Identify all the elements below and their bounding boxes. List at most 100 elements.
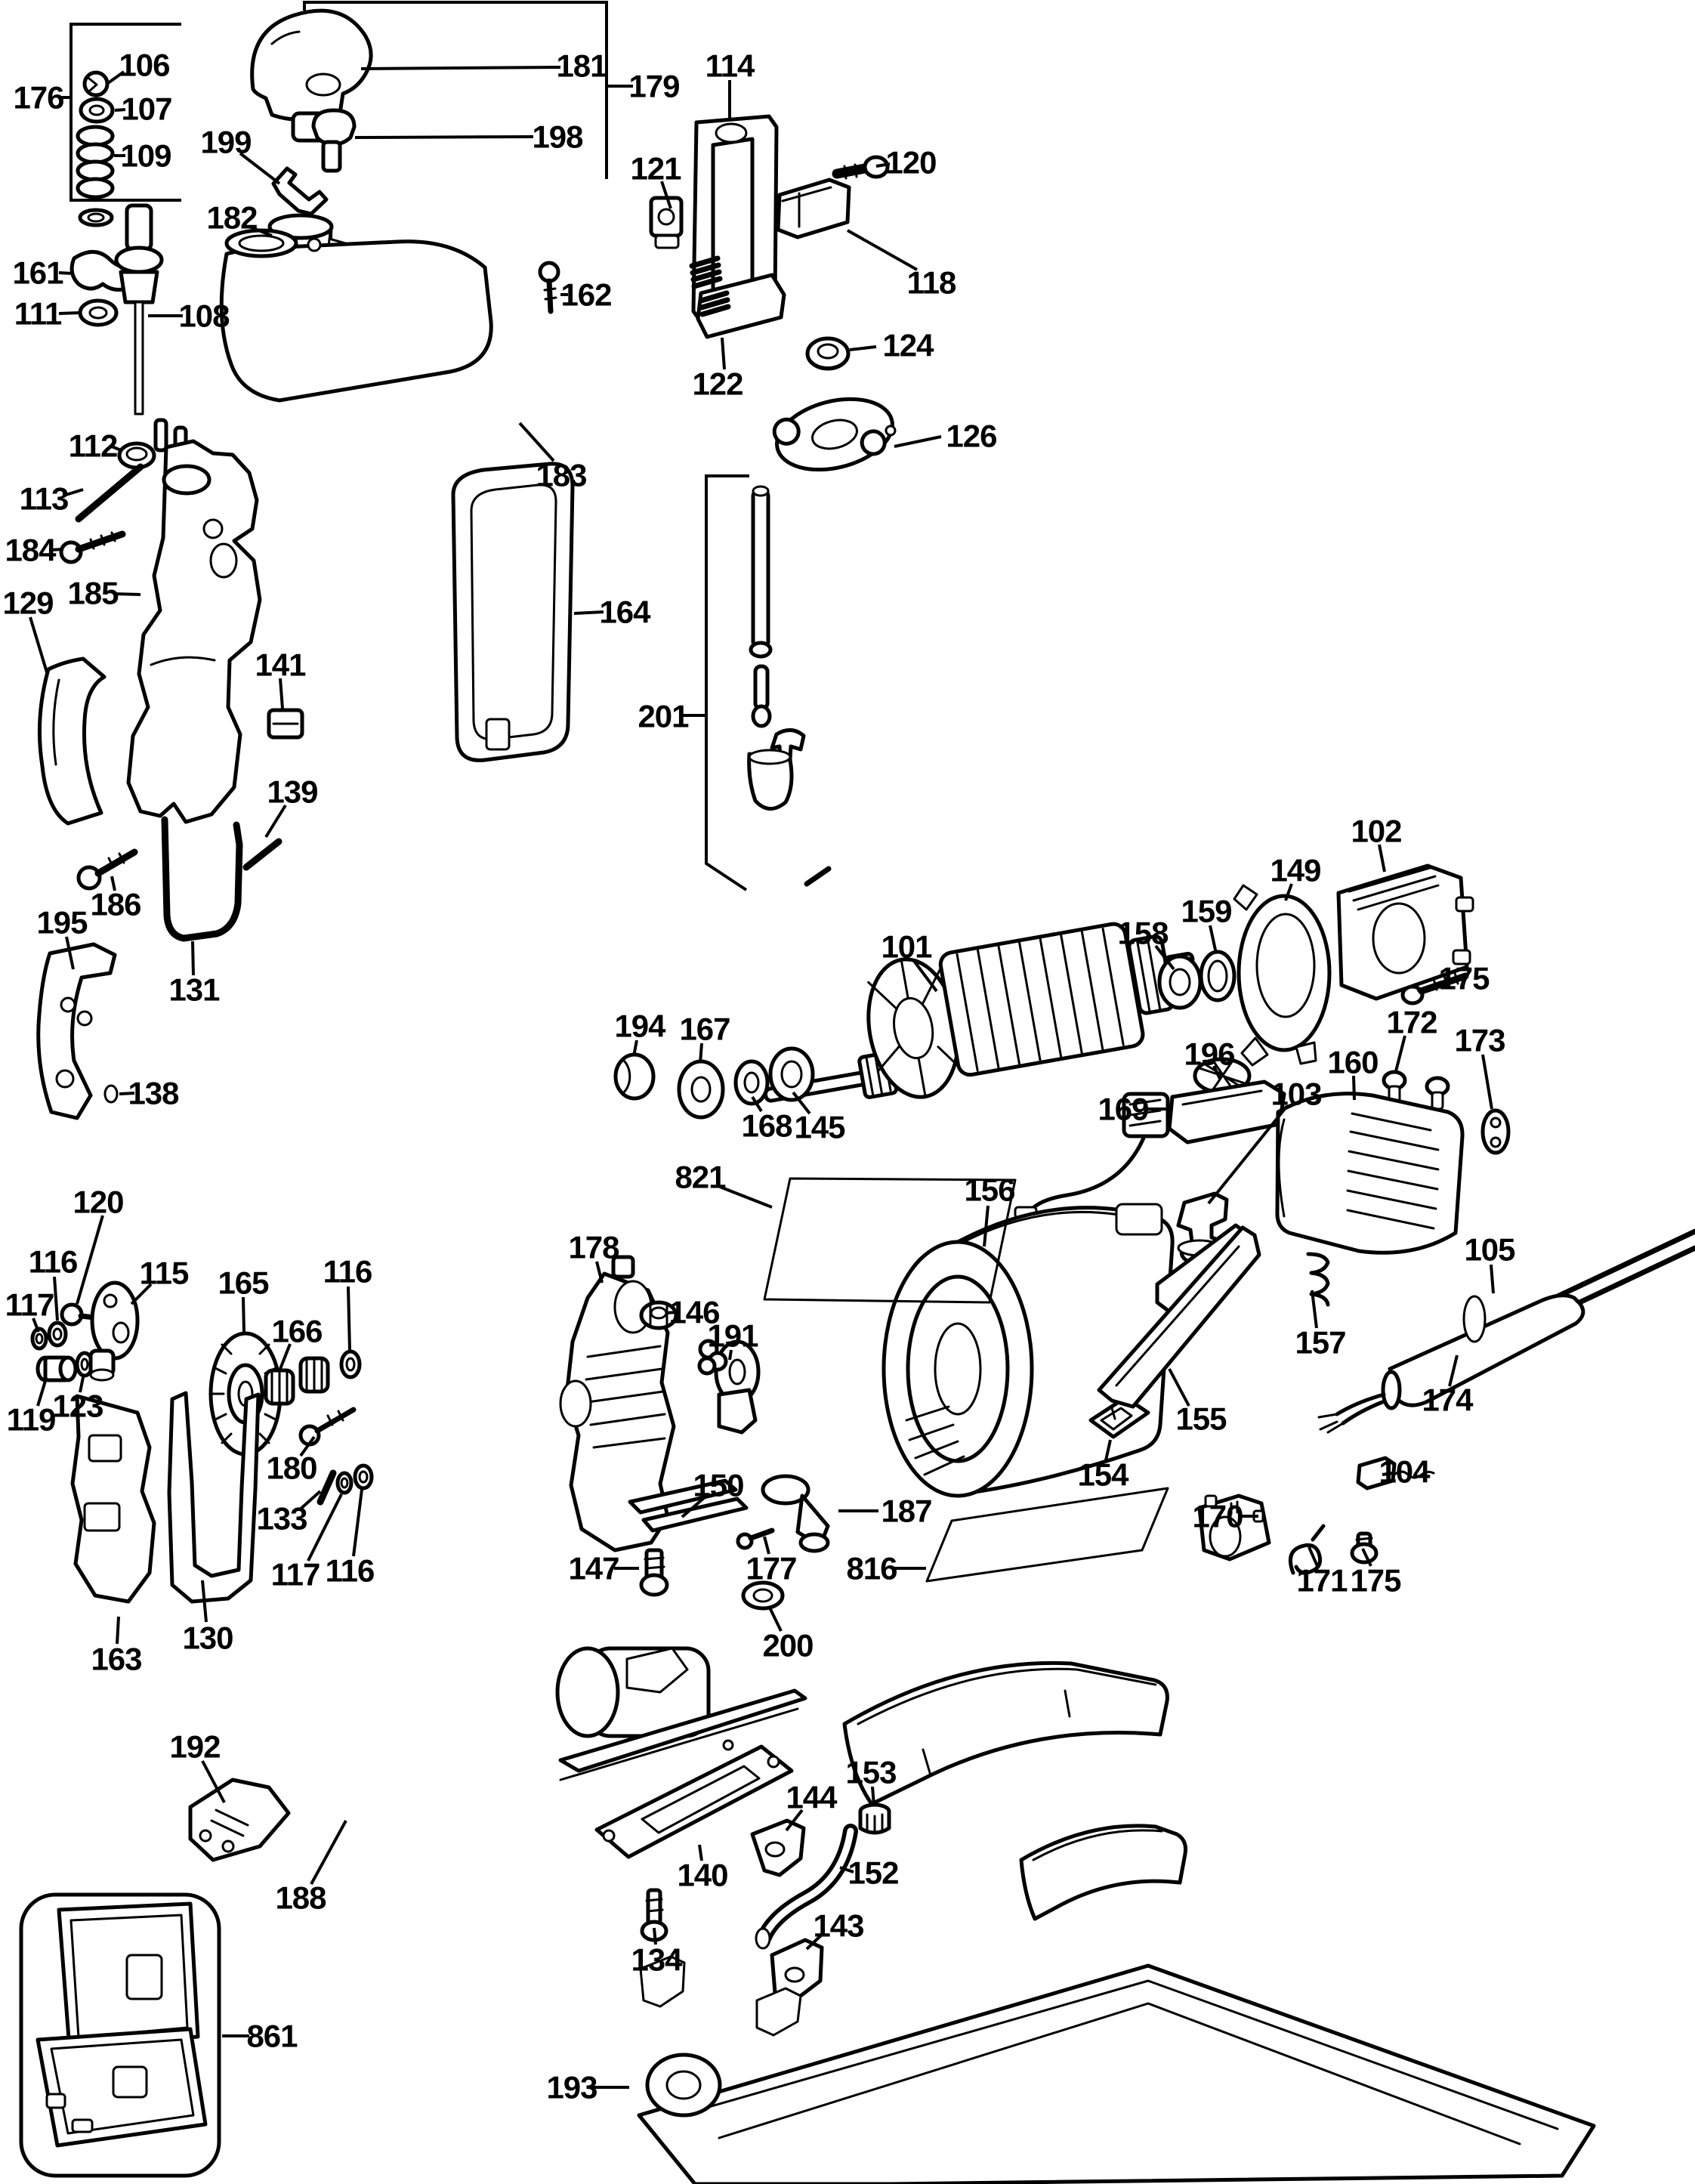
leader-line-120-30: [875, 162, 891, 168]
leader-line-146-77: [665, 1311, 677, 1314]
leader-line-104-58: [1382, 1472, 1394, 1476]
part-number-label-129-11: 129: [2, 585, 53, 621]
part-109-spring: [76, 125, 115, 227]
leader-line-116-73: [352, 1489, 363, 1557]
part-117-washer-b: [335, 1471, 354, 1495]
part-149-fan-baffle: [1233, 884, 1332, 1067]
leader-line-117-72: [307, 1494, 343, 1562]
part-131-wire-guard: [161, 816, 243, 942]
part-150-counterweight-bars: [628, 1478, 749, 1533]
part-number-label-149-42: 149: [1270, 853, 1320, 888]
part-number-label-116-66: 116: [323, 1254, 372, 1290]
part-number-label-109-3: 109: [120, 138, 171, 174]
leader-line-178-76: [595, 1261, 604, 1284]
part-158-bearing: [1157, 954, 1203, 1010]
part-number-label-170-59: 170: [1192, 1499, 1243, 1534]
part-126-bearing-plate: [772, 397, 897, 472]
part-104-terminal: [1356, 1456, 1435, 1490]
leader-line-180-70: [299, 1435, 316, 1457]
part-number-label-117-63: 117: [5, 1287, 54, 1323]
part-106-retaining-clip: [82, 70, 110, 97]
leader-line-121-29: [660, 181, 672, 209]
leader-line-117-63: [32, 1318, 40, 1333]
leader-line-200-84: [767, 1605, 783, 1632]
leader-line-154-57: [1104, 1439, 1112, 1461]
part-number-label-180-70: 180: [266, 1450, 316, 1486]
part-172-screws: [1382, 1070, 1450, 1111]
part-number-label-193-94: 193: [546, 2070, 597, 2105]
part-number-label-160-48: 160: [1327, 1045, 1378, 1080]
part-162-screw: [538, 261, 560, 314]
part-number-label-168-38: 168: [741, 1108, 792, 1144]
leader-line-106-1: [107, 70, 125, 85]
part-171-spring: [1288, 1524, 1326, 1575]
part-112-ring: [117, 441, 156, 470]
part-number-label-199-22: 199: [200, 125, 251, 160]
part-number-label-126-34: 126: [946, 419, 996, 454]
leader-line-118-31: [847, 229, 918, 271]
part-116-ring-b: [339, 1349, 362, 1379]
part-186-screw: [76, 848, 138, 891]
part-number-label-108-6: 108: [178, 298, 230, 334]
part-185-plunger-housing: [126, 418, 262, 824]
part-183-dust-tank: [219, 228, 493, 403]
part-number-label-106-1: 106: [119, 48, 169, 83]
leader-line-134-88: [653, 1927, 657, 1945]
part-861-kit-box: [19, 1892, 221, 2178]
part-201-shaft-assembly: [747, 485, 832, 887]
leader-line-120-18: [76, 1215, 104, 1305]
part-number-label-175-44: 175: [1438, 961, 1490, 996]
leader-line-144-91: [785, 1809, 804, 1832]
part-number-label-141-12: 141: [255, 647, 306, 683]
part-number-label-114-28: 114: [705, 48, 755, 84]
leader-line-184-9: [49, 548, 64, 551]
part-number-label-816-83: 816: [846, 1551, 897, 1586]
part-187-roller-lever: [761, 1474, 830, 1553]
part-130-plunger-guide: [167, 1391, 261, 1604]
part-number-label-195-15: 195: [36, 905, 88, 941]
leader-line-177-82: [763, 1536, 770, 1555]
part-144-clamp: [750, 1818, 806, 1877]
part-number-label-104-58: 104: [1379, 1454, 1431, 1490]
leader-line-182-23: [249, 225, 273, 237]
leader-line-143-93: [805, 1933, 823, 1951]
leader-line-188-86: [310, 1820, 347, 1885]
part-122-brush-springs: [689, 255, 731, 317]
part-number-label-174-56: 174: [1422, 1382, 1474, 1418]
part-180-screw: [298, 1407, 357, 1447]
part-200-washer: [741, 1580, 785, 1611]
part-178-gear-housing: [559, 1255, 676, 1552]
leader-line-173-46: [1481, 1054, 1493, 1110]
part-number-label-152-92: 152: [848, 1855, 898, 1891]
part-156-main-housing: [881, 1203, 1252, 1498]
part-138-ring: [103, 1084, 119, 1104]
part-number-label-162-27: 162: [560, 277, 611, 313]
part-number-label-194-36: 194: [614, 1009, 666, 1044]
leader-line-159-41: [1209, 925, 1218, 954]
leader-line-149-42: [1284, 883, 1293, 901]
part-147-screw: [639, 1548, 669, 1597]
leader-line-167-37: [699, 1043, 703, 1064]
leader-line-164-25: [573, 610, 604, 615]
part-number-label-121-29: 121: [630, 151, 681, 187]
part-number-label-138-17: 138: [128, 1076, 179, 1111]
leader-line-112-7: [111, 445, 122, 452]
part-number-label-172-45: 172: [1386, 1005, 1437, 1040]
leader-line-191-78: [728, 1349, 733, 1361]
part-number-label-159-41: 159: [1181, 894, 1231, 929]
part-number-label-117-72: 117: [271, 1557, 320, 1592]
part-number-label-143-93: 143: [813, 1908, 863, 1944]
leader-line-156-51: [983, 1205, 990, 1247]
part-number-label-198-21: 198: [532, 119, 583, 155]
leader-line-175-61: [1361, 1548, 1372, 1567]
leader-line-172-45: [1394, 1035, 1406, 1072]
part-number-label-155-55: 155: [1175, 1401, 1227, 1437]
part-number-label-115-64: 115: [140, 1256, 189, 1291]
part-number-label-102-43: 102: [1351, 814, 1401, 849]
part-152-wire-guard-tube: [755, 1824, 858, 1950]
part-193-shoe: [637, 1963, 1596, 2184]
leader-line-119-68: [36, 1380, 47, 1407]
part-177-screw: [736, 1528, 775, 1550]
part-number-label-171-60: 171: [1296, 1563, 1348, 1599]
